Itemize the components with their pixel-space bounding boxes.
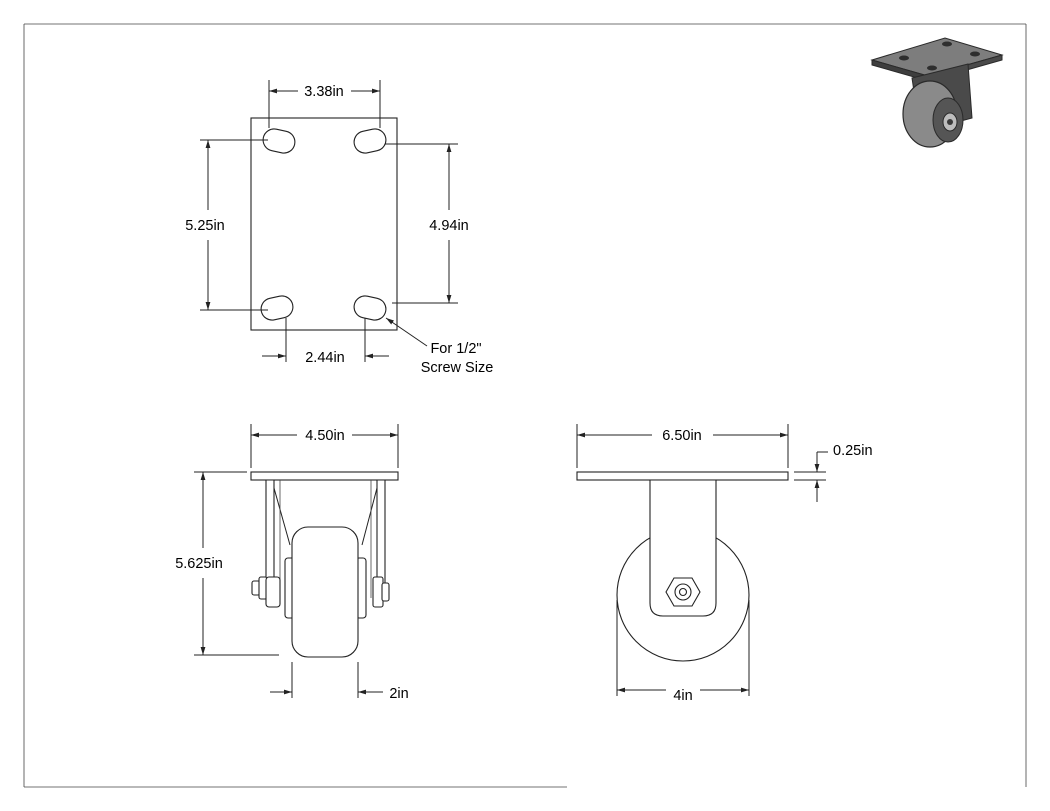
label-2in: 2in bbox=[389, 686, 408, 702]
label-0-25in: 0.25in bbox=[833, 443, 873, 459]
slot-top-right bbox=[353, 128, 387, 154]
label-2-44in: 2.44in bbox=[305, 350, 345, 366]
dimension-wheel-width: 2in bbox=[270, 662, 409, 702]
note-screw-size: Screw Size bbox=[421, 360, 494, 376]
side-plate bbox=[250, 471, 399, 481]
dimension-right-height: 4.94in bbox=[385, 143, 469, 304]
label-3-38in: 3.38in bbox=[304, 84, 344, 100]
label-6-50in: 6.50in bbox=[662, 428, 702, 444]
dimension-left-height: 5.25in bbox=[185, 139, 268, 311]
label-4-50in: 4.50in bbox=[305, 428, 345, 444]
side-wheel bbox=[284, 526, 367, 658]
slot-top-left bbox=[262, 128, 296, 154]
dimension-plate-thickness: 0.25in bbox=[794, 443, 873, 502]
drawing-border bbox=[23, 23, 1027, 788]
mounting-slots bbox=[260, 128, 387, 321]
front-plate bbox=[576, 471, 789, 481]
top-view: 3.38in 5.25in 4.94in 2.44in bbox=[185, 80, 493, 376]
label-4-94in: 4.94in bbox=[429, 218, 469, 234]
slot-bottom-left bbox=[260, 295, 294, 321]
front-axle-nut bbox=[665, 577, 701, 607]
screw-size-note: For 1/2" Screw Size bbox=[385, 317, 494, 376]
label-5-25in: 5.25in bbox=[185, 218, 225, 234]
slot-bottom-right bbox=[353, 295, 387, 321]
side-view: 4.50in 5.625in 2in bbox=[175, 424, 409, 702]
label-5-625in: 5.625in bbox=[175, 556, 223, 572]
isometric-caster-thumbnail bbox=[870, 37, 1004, 148]
note-for-half-inch: For 1/2" bbox=[430, 341, 481, 357]
dimension-plate-width: 4.50in bbox=[250, 424, 399, 468]
front-view: 6.50in 0.25in 4in bbox=[576, 424, 873, 704]
dimension-bottom-hole-spacing: 2.44in bbox=[262, 318, 389, 366]
side-axle-bolt bbox=[251, 576, 390, 608]
dimension-overall-height: 5.625in bbox=[175, 471, 279, 656]
dimension-wheel-diameter: 4in bbox=[616, 600, 750, 704]
mounting-plate-outline bbox=[250, 117, 398, 331]
front-fork bbox=[649, 479, 717, 617]
label-4in: 4in bbox=[673, 688, 692, 704]
side-fork-legs bbox=[265, 479, 386, 601]
dimension-top-hole-spacing: 3.38in bbox=[268, 80, 381, 128]
dimension-plate-length: 6.50in bbox=[576, 424, 789, 468]
